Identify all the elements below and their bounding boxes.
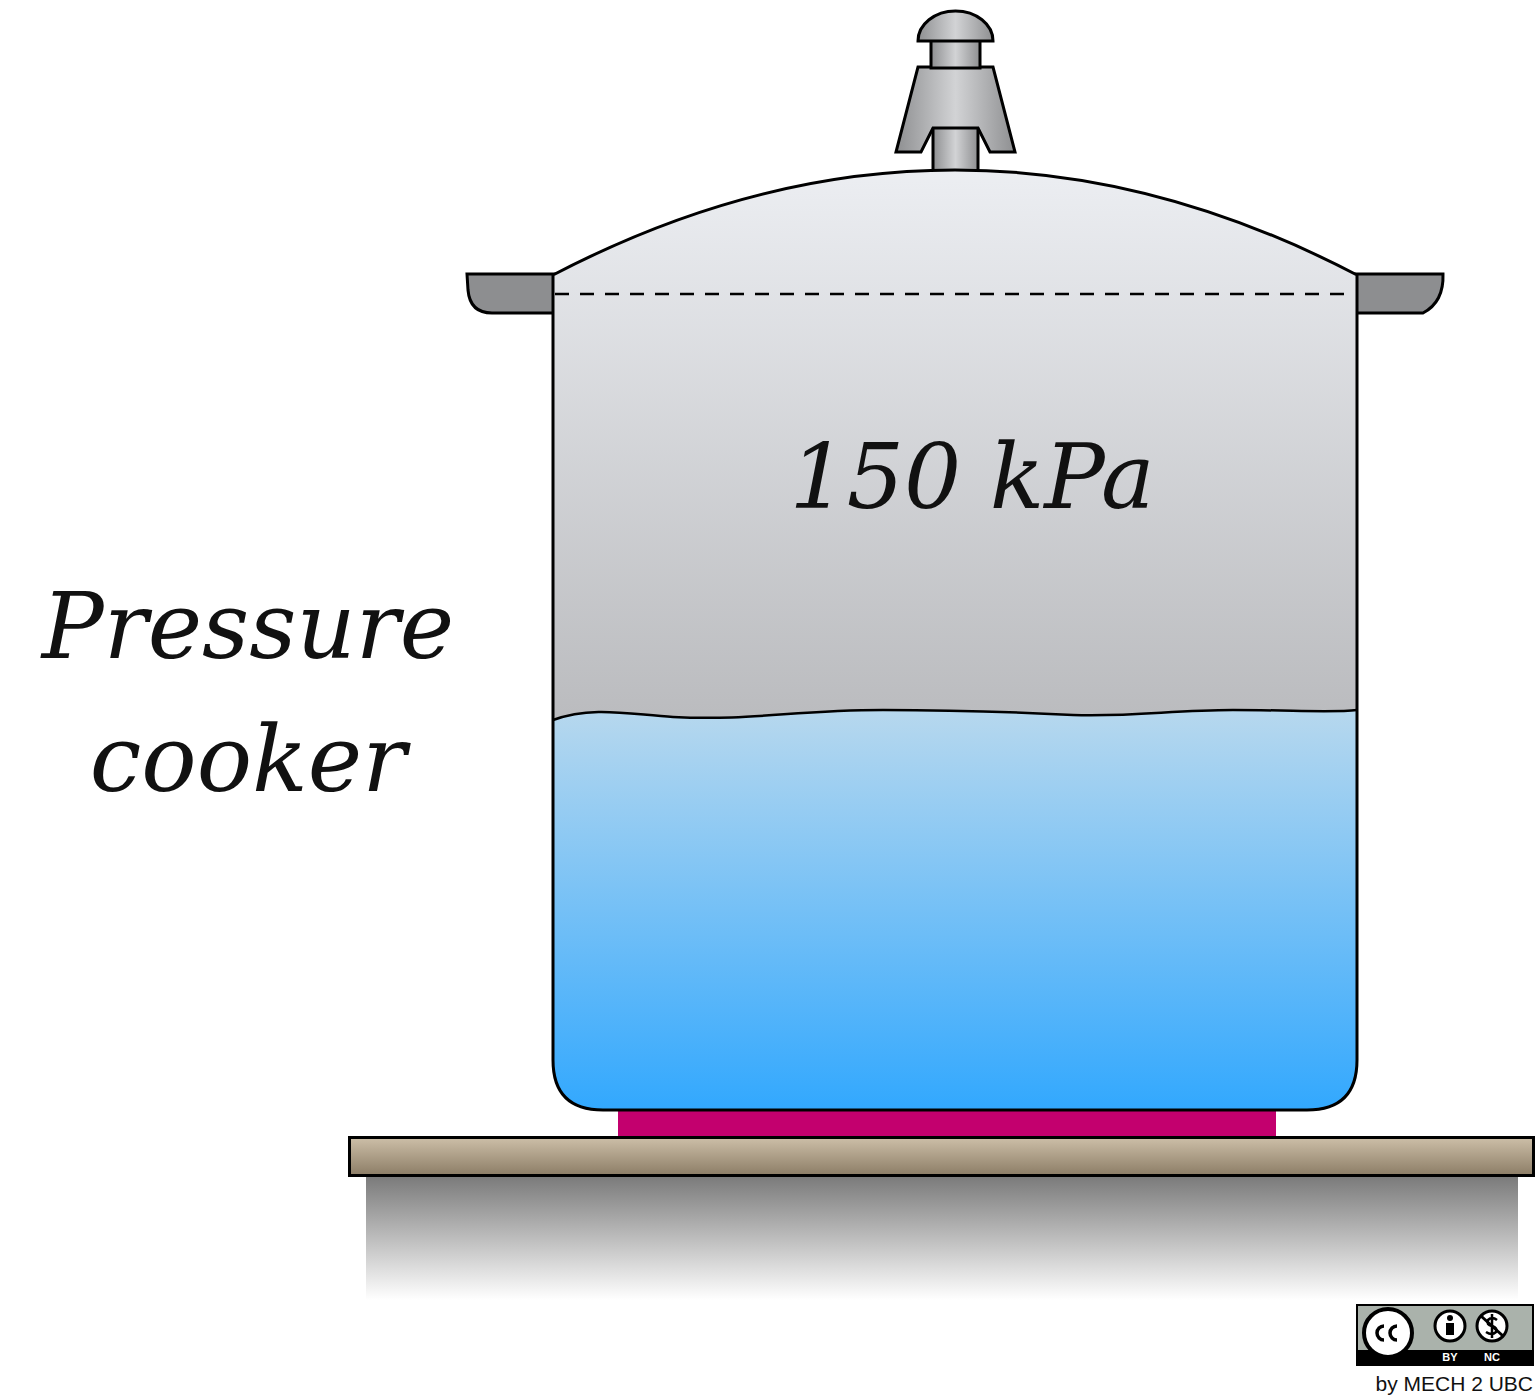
cc-glyph [1390,1326,1397,1340]
counter-shadow [366,1176,1518,1300]
credit-text: by MECH 2 UBC [1300,1371,1533,1396]
title-label: Pressure cooker [8,560,488,827]
nc-strike [1481,1316,1503,1336]
by-icon [1435,1311,1465,1341]
pot-node: 150 kPa [553,165,1357,1112]
left-handle [467,274,556,313]
valve-body [896,67,1015,152]
lid-seam [555,293,1355,296]
stove-counter [350,1138,1534,1176]
pressure-value: 150 kPa [597,423,1347,531]
license-tag: NC [1478,1350,1506,1364]
valve-neck [931,40,980,68]
by-icon-head [1447,1315,1453,1321]
valve-knob [918,11,993,41]
pot-outline [553,170,1357,1110]
cc-glyph [1377,1326,1384,1340]
license-tag: BY [1436,1350,1464,1364]
nc-icon [1477,1311,1507,1341]
water [553,710,1357,1110]
water-surface [553,710,1357,720]
pot-shape [553,165,1357,1112]
pot-body [553,170,1357,1110]
right-handle [1354,274,1443,313]
by-icon-body [1446,1323,1454,1335]
license-badge [1357,1305,1533,1365]
badge-panel [1357,1305,1533,1365]
cc-circle [1364,1309,1412,1357]
